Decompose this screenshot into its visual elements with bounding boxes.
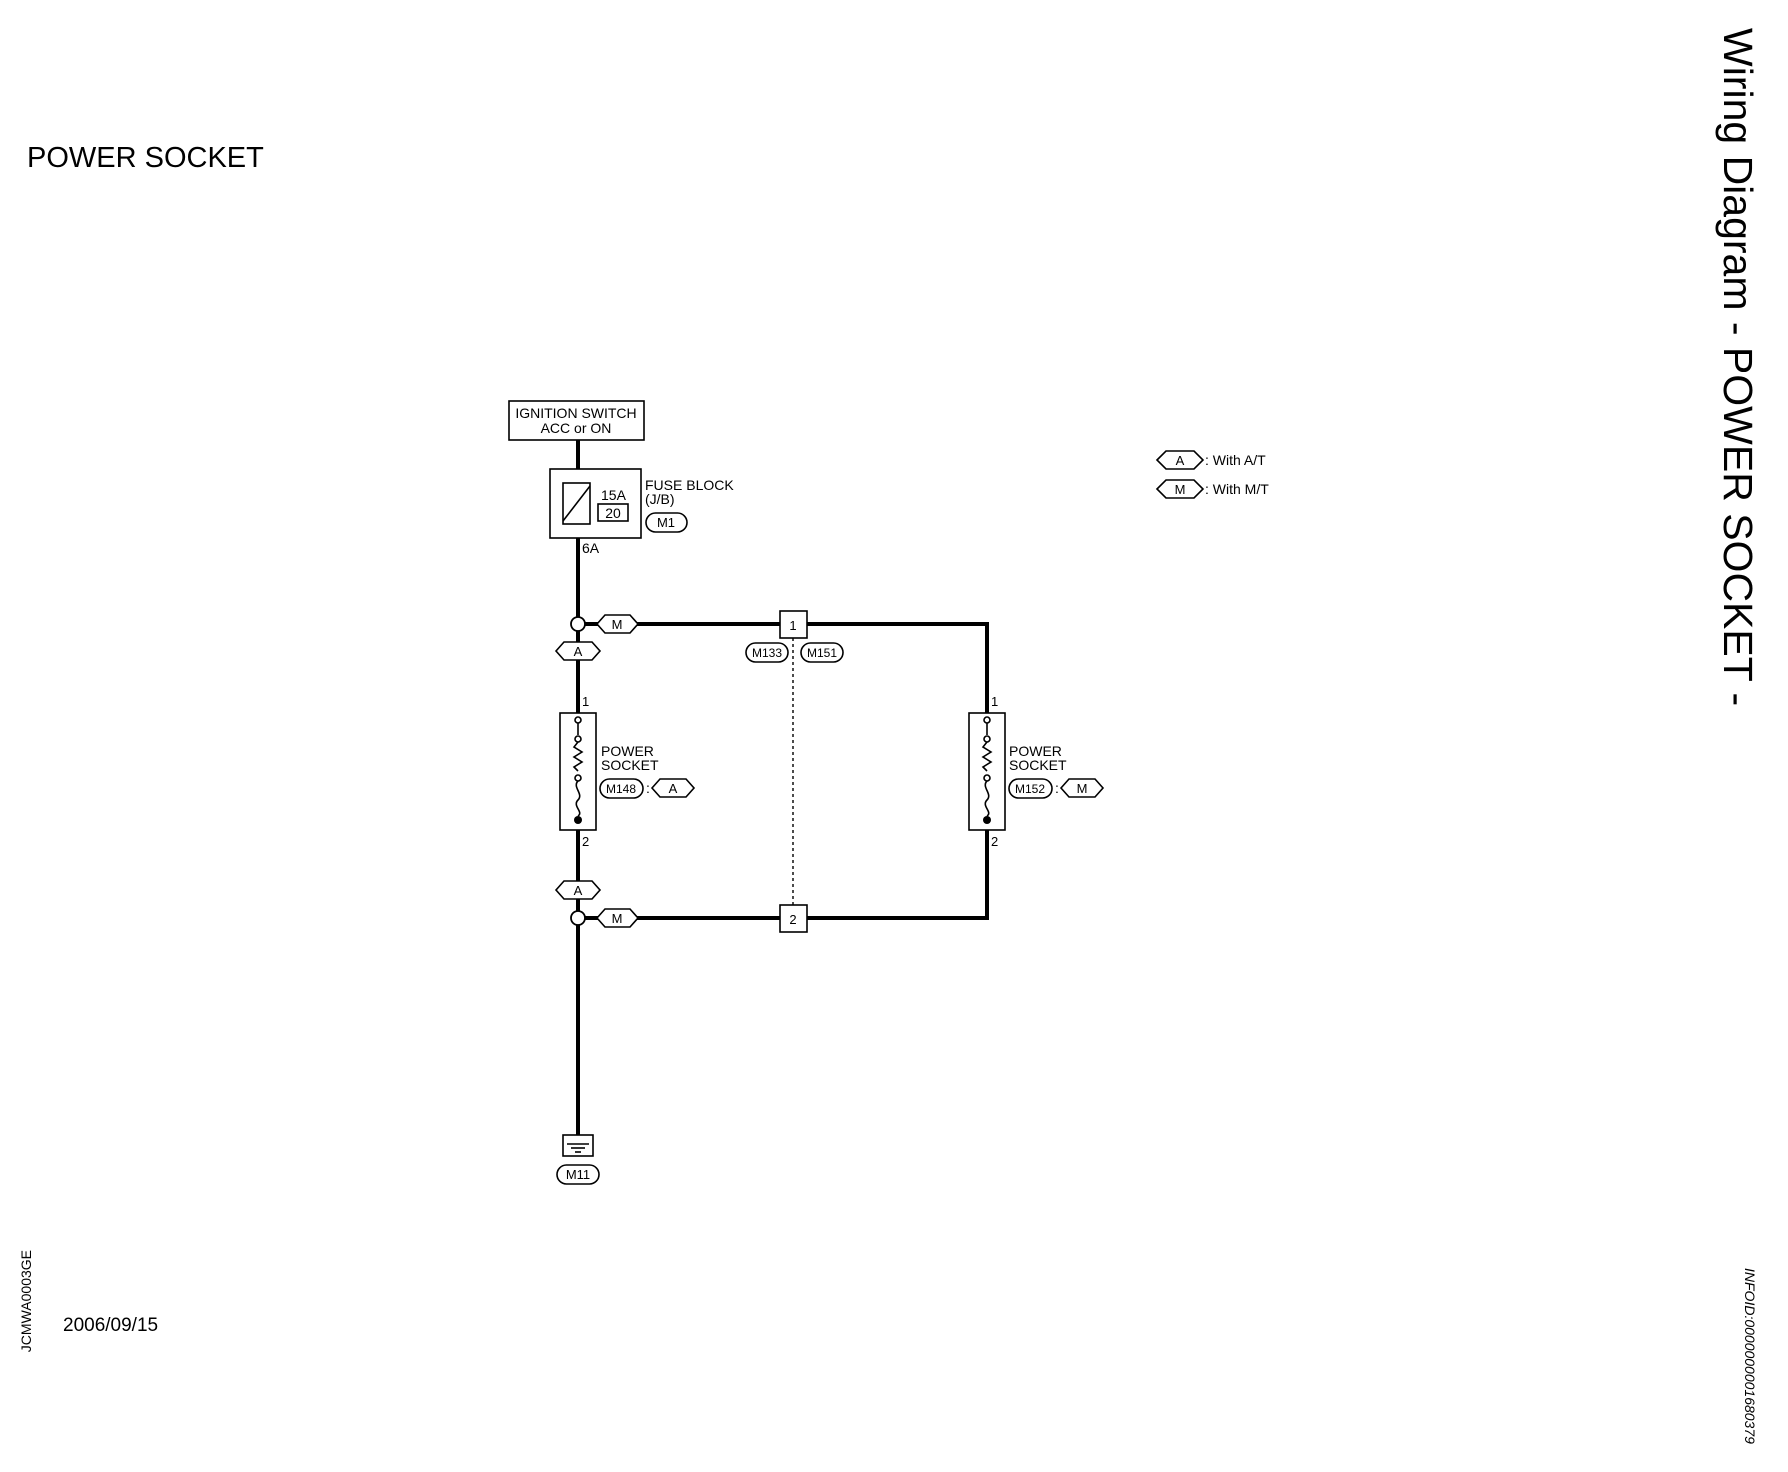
svg-text:M133: M133	[752, 646, 782, 660]
tag-m-bottom: M	[595, 908, 640, 928]
connector-m11: M11	[556, 1164, 600, 1185]
socket-at-heater	[572, 741, 584, 772]
svg-text:: With M/T: : With M/T	[1205, 481, 1269, 497]
socket-mt-label-2: SOCKET	[1009, 757, 1067, 773]
ignition-switch-mode: ACC or ON	[541, 420, 612, 436]
socket-mt-variant-tag	[1059, 778, 1105, 798]
svg-text:2: 2	[789, 912, 796, 927]
splice-bottom	[570, 910, 586, 926]
page-title: POWER SOCKET	[27, 142, 264, 174]
socket-mt-label: POWER	[1009, 743, 1062, 759]
fuse-block-jb: (J/B)	[645, 491, 675, 507]
connector-m152	[1008, 778, 1053, 799]
socket-mt-separator: :	[1055, 780, 1059, 796]
connector-m1	[645, 512, 688, 533]
svg-text:A: A	[1176, 453, 1185, 468]
connector-m151: M151	[800, 642, 844, 663]
socket-at-label-2: SOCKET	[601, 757, 659, 773]
ground-symbol	[562, 1134, 594, 1157]
info-id: INFOID:0000000001680379	[1742, 1268, 1758, 1444]
legend: A : With A/T M : With M/T	[1155, 450, 1269, 499]
svg-text:M: M	[1175, 482, 1186, 497]
junction-terminal-2: 2	[779, 904, 808, 933]
svg-text:1: 1	[789, 618, 796, 633]
connector-m133: M133	[745, 642, 789, 663]
ignition-switch-label: IGNITION SWITCH	[515, 405, 636, 421]
document-date: 2006/09/15	[63, 1315, 159, 1336]
power-socket-mt: 1 2 POWER SOCKET M152 : M	[968, 694, 1105, 849]
connector-m148	[599, 778, 644, 799]
svg-text:M151: M151	[807, 646, 837, 660]
svg-text:M: M	[612, 911, 623, 926]
socket-mt-pin-1: 1	[991, 694, 998, 709]
socket-at-terminal	[574, 816, 582, 824]
svg-text:M11: M11	[566, 1167, 590, 1182]
svg-text:M: M	[612, 617, 623, 632]
socket-mt-pin-2: 2	[991, 834, 998, 849]
tag-a-top: A	[554, 641, 602, 661]
fuse-number-box	[597, 503, 629, 522]
connector-m148-label: M148	[606, 782, 636, 796]
junction-terminal-1: 1	[779, 610, 808, 639]
fuse-block: 15A 20 FUSE BLOCK (J/B) M1 6A	[549, 468, 734, 556]
legend-item-m: M : With M/T	[1155, 479, 1269, 499]
fuse-block-label: FUSE BLOCK	[645, 477, 734, 493]
socket-at-pin-1: 1	[582, 694, 589, 709]
wire-bottom-bus	[585, 830, 989, 920]
svg-text:A: A	[574, 644, 583, 659]
power-socket-at: 1 2 POWER SOCKET M148 : A	[559, 694, 696, 849]
socket-at-pin-2: 2	[582, 834, 589, 849]
connector-m152-label: M152	[1015, 782, 1045, 796]
fuse-rating: 15A	[601, 487, 627, 503]
socket-at-label: POWER	[601, 743, 654, 759]
socket-at-separator: :	[646, 780, 650, 796]
diagram-side-title: Wiring Diagram - POWER SOCKET -	[1715, 28, 1761, 707]
splice-top	[570, 616, 586, 632]
fuse-number: 20	[605, 505, 621, 521]
wire-top-bus	[585, 622, 989, 713]
fuse-terminal: 6A	[582, 540, 600, 556]
svg-text:A: A	[574, 883, 583, 898]
ignition-switch: IGNITION SWITCH ACC or ON	[508, 400, 645, 441]
socket-mt-variant: M	[1077, 781, 1088, 796]
legend-item-a: A : With A/T	[1155, 450, 1266, 470]
svg-text:: With A/T: : With A/T	[1205, 452, 1266, 468]
connector-m1-label: M1	[657, 515, 675, 530]
tag-m-top: M	[595, 614, 640, 634]
socket-at-variant: A	[669, 781, 678, 796]
socket-mt-heater	[981, 741, 993, 772]
tag-a-bottom: A	[554, 880, 602, 900]
socket-mt-terminal	[983, 816, 991, 824]
fuse-element	[562, 485, 591, 522]
socket-at-variant-tag	[650, 778, 696, 798]
